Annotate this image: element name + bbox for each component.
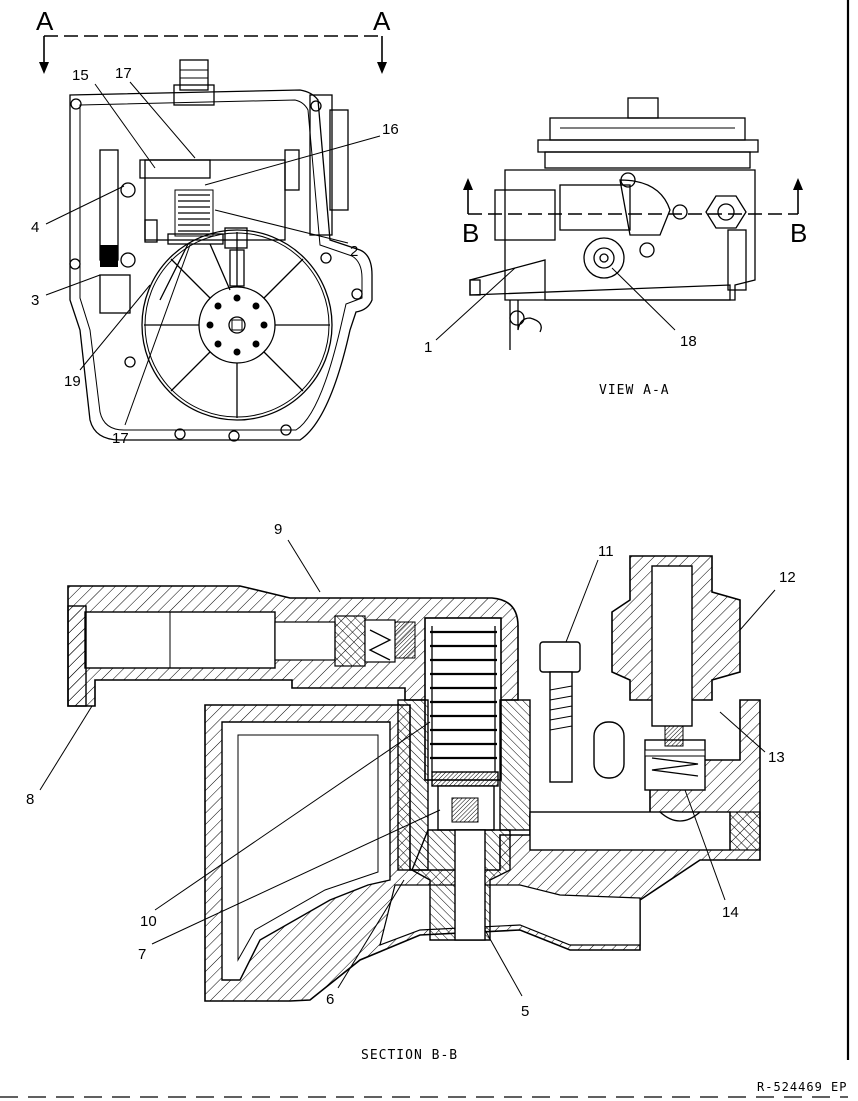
governor-front-view	[69, 59, 373, 442]
view-a-a: B B 1 18 VIEW A-A	[424, 97, 807, 398]
callout-17-bottom: 17	[112, 430, 129, 447]
callout-12: 12	[779, 569, 796, 586]
marker-a-right: A	[373, 6, 391, 36]
marker-b-left: B	[462, 218, 479, 248]
callout-8: 8	[26, 791, 34, 808]
view-caption: VIEW A-A	[599, 383, 670, 398]
callout-4: 4	[31, 219, 39, 236]
section-b-b: 9 11 12 13 8 10 7 14 6 5 SECTION B-B	[26, 521, 796, 1063]
marker-b-right: B	[790, 218, 807, 248]
spring-10	[430, 626, 497, 772]
section-a-cutting-plane: A A	[36, 6, 391, 74]
callout-11: 11	[598, 543, 614, 560]
callout-13: 13	[768, 749, 785, 766]
callout-17-top: 17	[115, 65, 132, 82]
section-caption: SECTION B-B	[361, 1048, 458, 1063]
callout-9: 9	[274, 521, 282, 538]
callout-5: 5	[521, 1003, 529, 1020]
callout-14: 14	[722, 904, 739, 921]
flyweight-carrier	[141, 229, 333, 421]
reference-code: R-524469 EP	[757, 1080, 847, 1094]
callout-18: 18	[680, 333, 697, 350]
spring-16	[174, 189, 214, 237]
callout-16: 16	[382, 121, 399, 138]
callout-6: 6	[326, 991, 334, 1008]
callout-19: 19	[64, 373, 81, 390]
callout-15: 15	[72, 67, 89, 84]
marker-a-left: A	[36, 6, 54, 36]
callout-7: 7	[138, 946, 146, 963]
callout-2: 2	[350, 243, 358, 260]
callouts-top-left: 15 17 16 4 2 3 19 17	[31, 65, 399, 447]
callout-1: 1	[424, 339, 432, 356]
callout-10: 10	[140, 913, 157, 930]
callout-3: 3	[31, 292, 39, 309]
